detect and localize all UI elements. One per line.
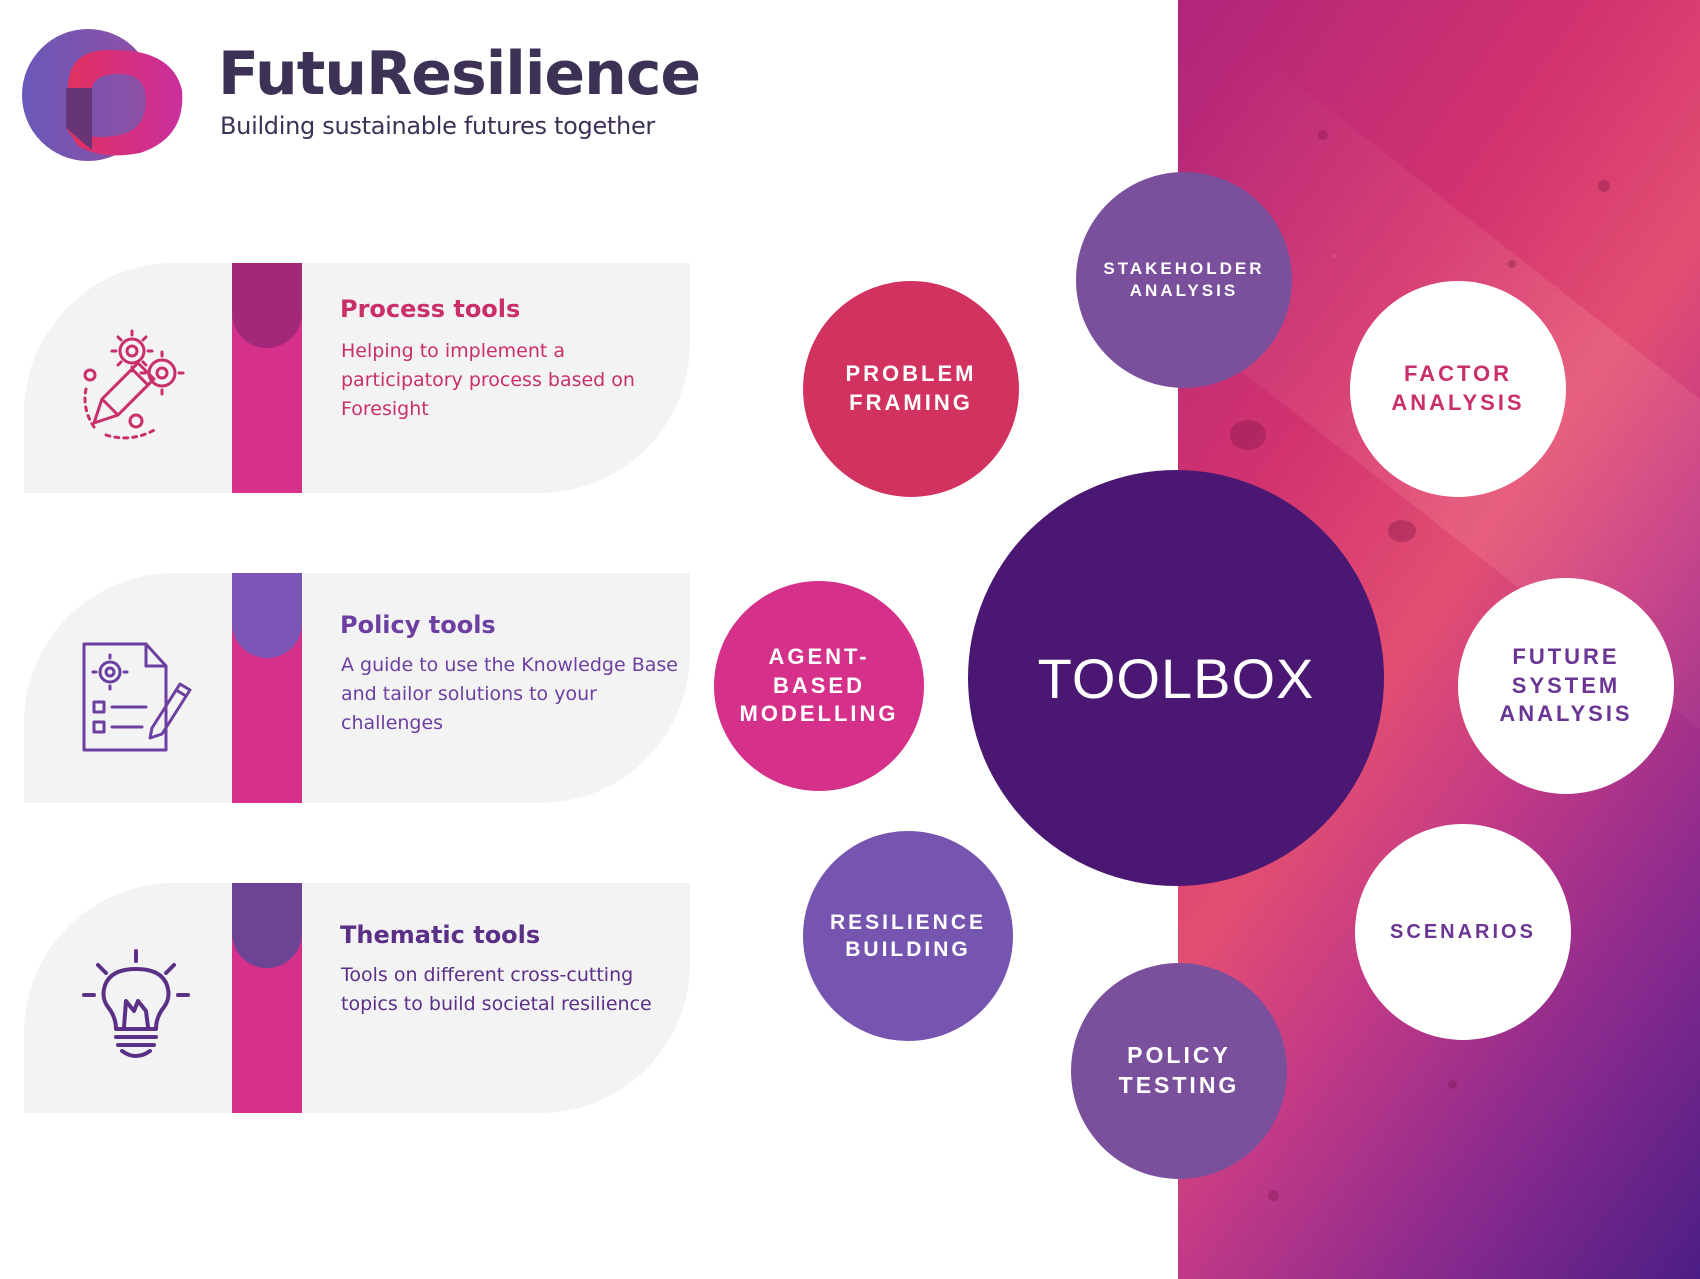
background-speck (1388, 520, 1416, 542)
accent-strip (232, 263, 302, 493)
accent-strip-cap (232, 573, 302, 658)
card-process-tools: Process tools Helping to implement a par… (24, 263, 690, 493)
tool-problem-framing[interactable]: PROBLEM FRAMING (803, 281, 1019, 497)
accent-strip (232, 883, 302, 1113)
tool-label: AGENT- BASED MODELLING (739, 644, 899, 727)
background-speck (1448, 1080, 1457, 1089)
gears-pencil-icon (83, 329, 185, 440)
card-thematic-tools: Thematic tools Tools on different cross-… (24, 883, 690, 1113)
card-description: A guide to use the Knowledge Base and ta… (341, 654, 678, 734)
accent-strip-cap (232, 883, 302, 968)
background-speck (1318, 130, 1328, 140)
tool-scenarios[interactable]: SCENARIOS (1355, 824, 1571, 1040)
card-title: Thematic tools (340, 921, 541, 949)
card-description: Helping to implement a participatory pro… (341, 340, 635, 420)
tool-future-system-analysis[interactable]: FUTURE SYSTEM ANALYSIS (1458, 578, 1674, 794)
lightbulb-icon (82, 949, 190, 1058)
tool-policy-testing[interactable]: POLICY TESTING (1071, 963, 1287, 1179)
tool-label: PROBLEM FRAMING (845, 361, 977, 415)
accent-strip (232, 573, 302, 803)
brand-name: FutuResilience (218, 39, 701, 109)
tool-label: FACTOR ANALYSIS (1391, 361, 1525, 415)
background-speck (1230, 420, 1266, 450)
background-speck (1268, 1190, 1279, 1201)
card-title: Policy tools (340, 611, 496, 639)
background-speck (1598, 180, 1610, 192)
futuresilience-logo (22, 29, 183, 161)
tool-agent-based-modelling[interactable]: AGENT- BASED MODELLING (714, 581, 924, 791)
background-speck (1508, 260, 1516, 268)
brand-tagline: Building sustainable futures together (220, 112, 655, 140)
card-title: Process tools (340, 295, 521, 323)
toolbox-center-circle: TOOLBOX (968, 470, 1384, 886)
toolbox-title: TOOLBOX (1037, 646, 1315, 710)
tool-resilience-building[interactable]: RESILIENCE BUILDING (803, 831, 1013, 1041)
card-description: Tools on different cross-cutting topics … (341, 964, 652, 1015)
document-checklist-icon (82, 642, 192, 752)
tool-label: STAKEHOLDER ANALYSIS (1103, 258, 1265, 300)
tool-label: FUTURE SYSTEM ANALYSIS (1499, 644, 1633, 727)
tool-factor-analysis[interactable]: FACTOR ANALYSIS (1350, 281, 1566, 497)
accent-strip-cap (232, 263, 302, 348)
tool-label: POLICY TESTING (1118, 1042, 1240, 1098)
tool-stakeholder-analysis[interactable]: STAKEHOLDER ANALYSIS (1076, 172, 1292, 388)
tool-label: SCENARIOS (1390, 921, 1536, 943)
card-policy-tools: Policy tools A guide to use the Knowledg… (24, 573, 690, 803)
tool-label: RESILIENCE BUILDING (829, 910, 987, 961)
